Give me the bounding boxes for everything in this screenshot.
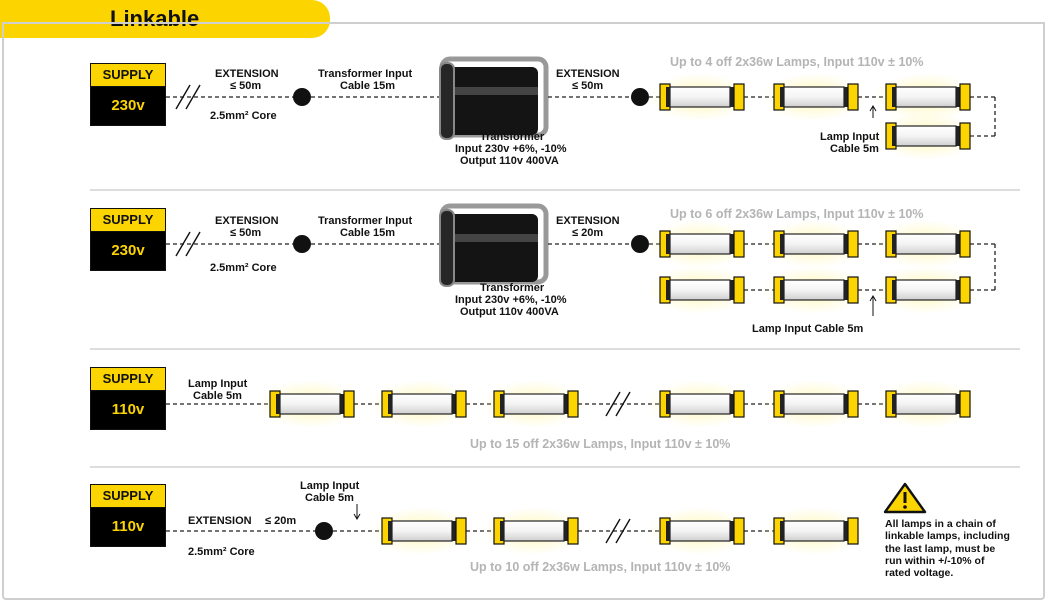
supply-label: SUPPLY [91,368,165,391]
warning-note: All lamps in a chain of linkable lamps, … [885,518,1010,579]
extension2-length: ≤ 50m [572,80,604,92]
extension-label: EXTENSION [188,515,252,527]
connector-plug [293,235,311,253]
lamps-note: Up to 10 off 2x36w Lamps, Input 110v ± 1… [470,560,731,574]
lamps-note: Up to 6 off 2x36w Lamps, Input 110v ± 10… [670,207,924,221]
supply-label: SUPPLY [91,209,165,232]
transformer-cable-length: Cable 15m [340,80,396,92]
transformer-output: Output 110v 400VA [460,155,559,167]
extension-label: EXTENSION [215,68,279,80]
lamps-note: Up to 15 off 2x36w Lamps, Input 110v ± 1… [470,437,731,451]
warning-line: linkable lamps, including [885,530,1010,543]
transformer-label: Transformer [480,282,545,294]
warning-line: rated voltage. [885,567,954,580]
arrow-head-icon [869,295,877,302]
transformer-input: Input 230v +6%, -10% [455,143,567,155]
arrow-head-icon [353,513,361,520]
row-separator [90,348,1020,350]
break-mark [605,391,621,417]
supply-voltage: 230v [91,87,165,125]
supply-voltage: 110v [91,391,165,429]
transformer-output: Output 110v 400VA [460,306,559,318]
transformer-cable-title: Transformer Input [318,68,413,80]
extension2-label: EXTENSION [556,215,620,227]
extension-length: ≤ 50m [230,80,262,92]
lamps-note: Up to 4 off 2x36w Lamps, Input 110v ± 10… [670,55,924,69]
lamp-cable-length: Cable 5m [305,492,354,504]
break-mark [605,518,621,544]
row-separator [90,466,1020,468]
extension-length: ≤ 50m [230,227,262,239]
warning-line: All lamps in a chain of [885,518,996,530]
connector-plug [293,88,311,106]
break-mark [175,84,191,110]
title-tab: Linkable [0,0,330,38]
lamp-cable-label: Lamp Input Cable 5m [752,323,864,335]
lamp-cable-label: Lamp Input [820,131,880,143]
warning-line: run within +/-10% of [885,554,985,567]
break-mark [175,231,191,257]
extension2-length: ≤ 20m [572,227,604,239]
arrow-head-icon [869,105,877,112]
supply-voltage: 110v [91,508,165,546]
supply-voltage: 230v [91,232,165,270]
core-label: 2.5mm² Core [210,262,277,274]
lamp-cable-length: Cable 5m [193,390,242,402]
transformer-cable-length: Cable 15m [340,227,396,239]
supply-box-3: SUPPLY 110v [90,367,166,430]
supply-box-4: SUPPLY 110v [90,484,166,547]
core-label: 2.5mm² Core [210,110,277,122]
lamp-cable-label: Lamp Input [300,480,360,492]
transformer-label: Transformer [480,131,545,143]
row-separator [90,189,1020,191]
break-mark [615,391,631,417]
supply-label: SUPPLY [91,64,165,87]
page-title: Linkable [110,6,200,31]
diagram-frame [2,22,1045,600]
break-mark [615,518,631,544]
extension-length: ≤ 20m [265,515,297,527]
warning-line: the last lamp, must be [885,542,996,555]
break-mark [185,231,201,257]
supply-box-1: SUPPLY 230v [90,63,166,126]
warning-exclamation-dot [903,505,907,509]
extension2-label: EXTENSION [556,68,620,80]
connector-plug [631,88,649,106]
lamp-cable-length: Cable 5m [830,143,879,155]
extension-label: EXTENSION [215,215,279,227]
supply-box-2: SUPPLY 230v [90,208,166,271]
warning-exclamation [903,492,907,503]
supply-label: SUPPLY [91,485,165,508]
connector-plug [631,235,649,253]
core-label: 2.5mm² Core [188,546,255,558]
connector-plug [315,522,333,540]
transformer-cable-title: Transformer Input [318,215,413,227]
lamp-cable-label: Lamp Input [188,378,248,390]
break-mark [185,84,201,110]
transformer-input: Input 230v +6%, -10% [455,294,567,306]
